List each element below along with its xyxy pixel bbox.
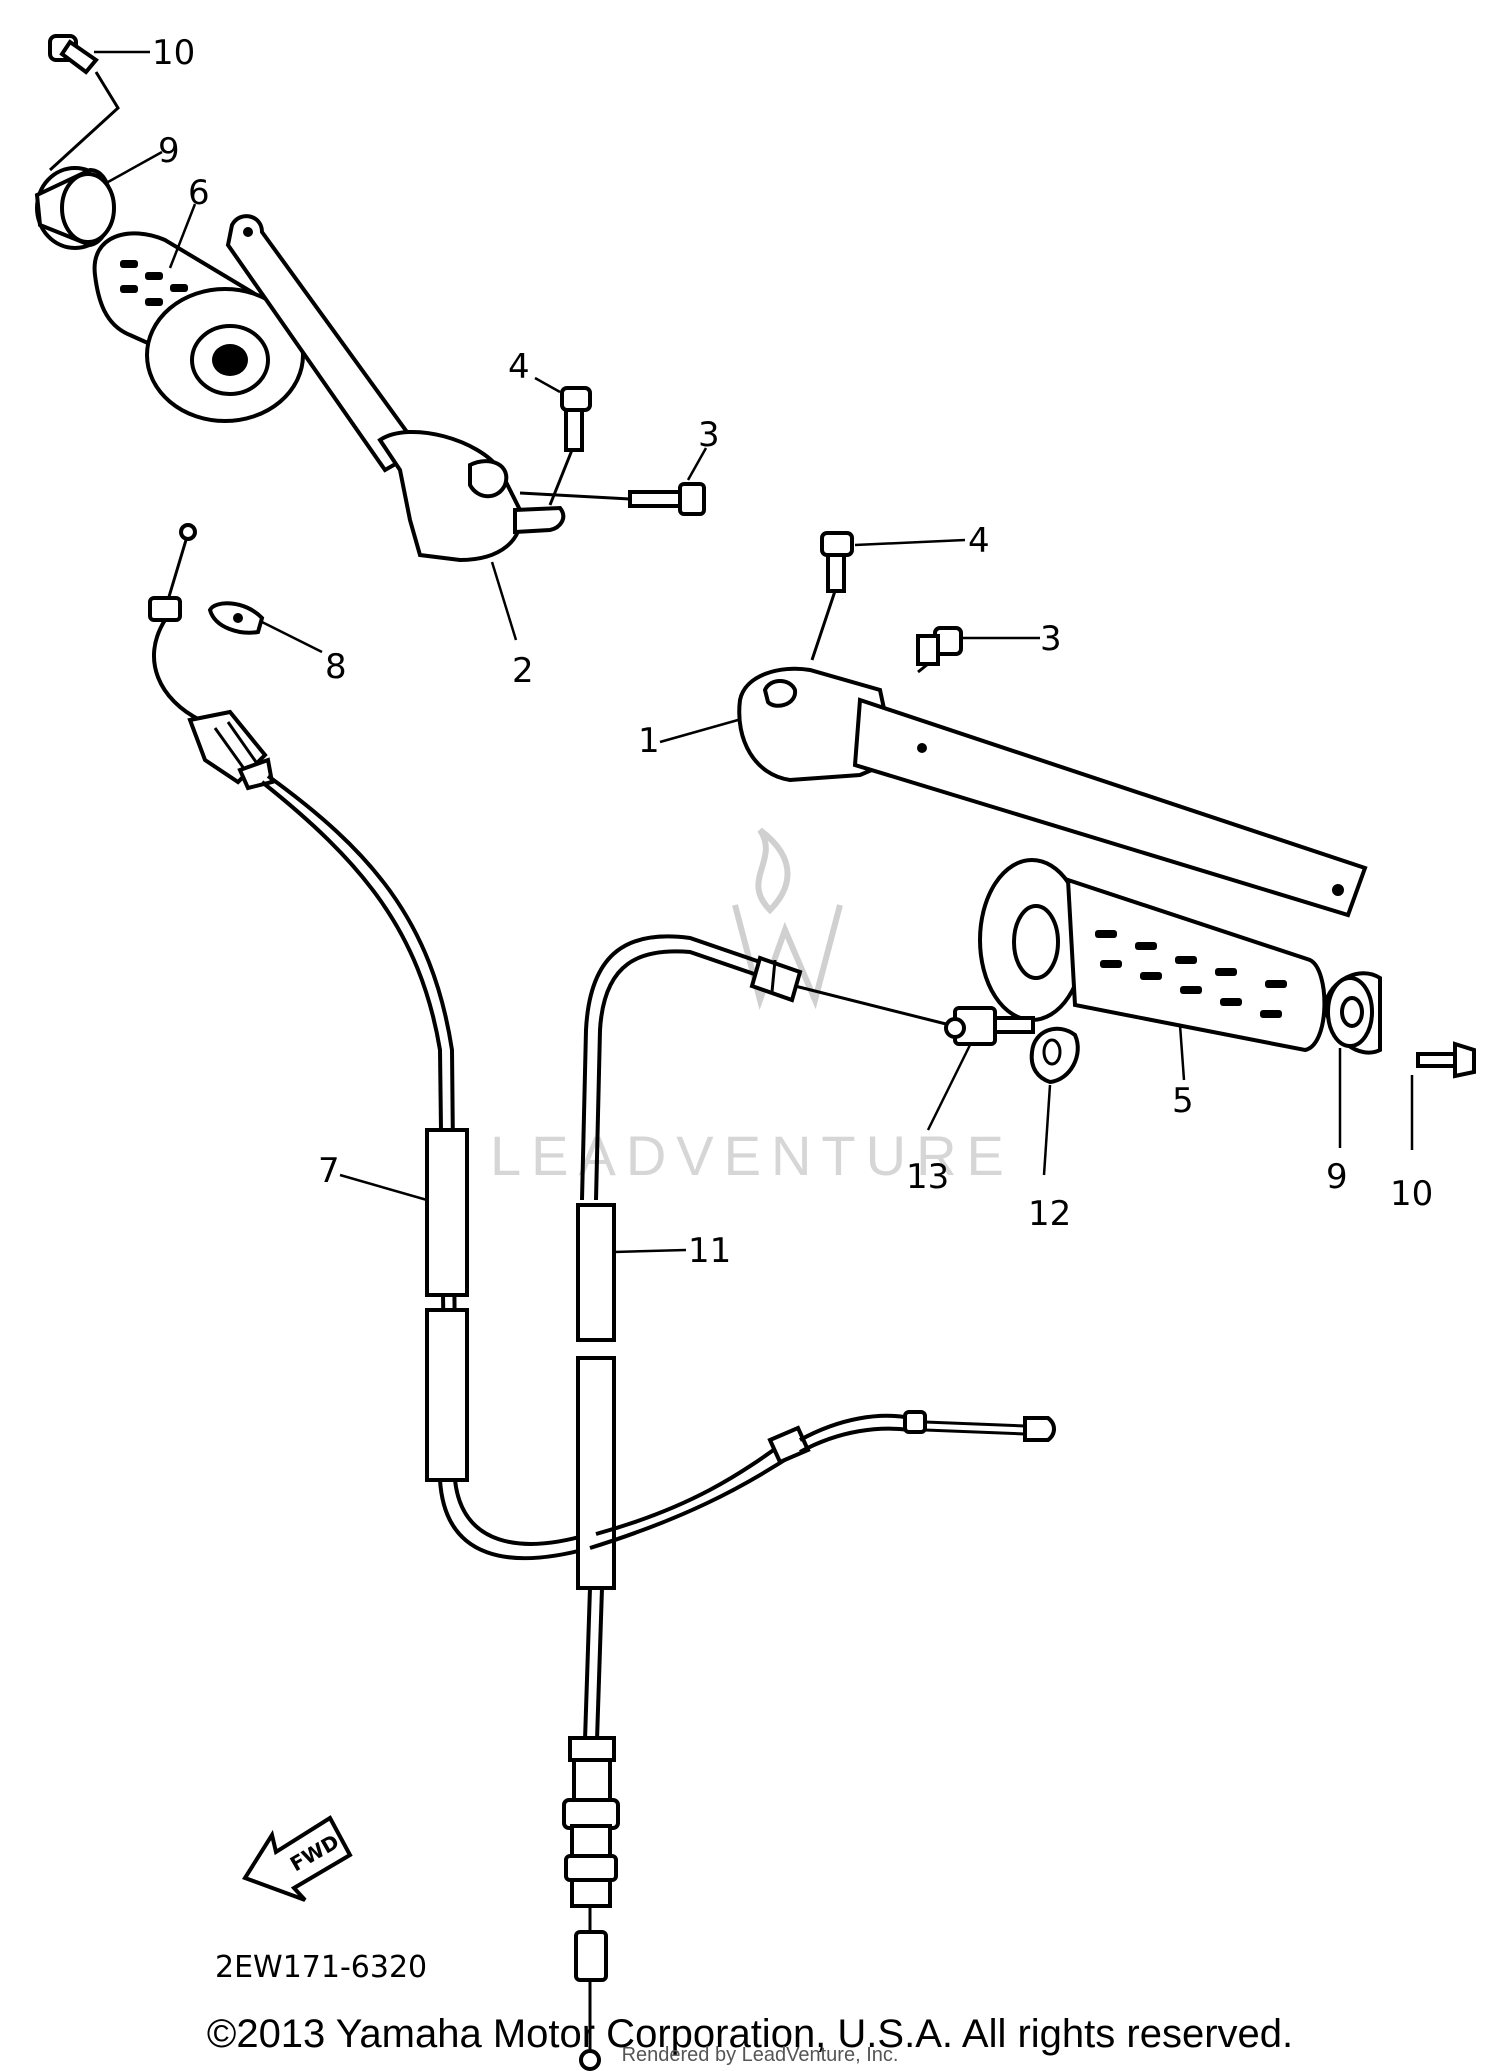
callout-12: 12: [1028, 1194, 1071, 1234]
part-12-locknut: [1029, 1026, 1080, 1085]
callout-10-top: 10: [152, 33, 195, 73]
part-7-throttle-cable: [148, 523, 591, 1561]
callout-10-right: 10: [1390, 1174, 1433, 1214]
part-4-screw-lower: [810, 531, 854, 661]
callout-2: 2: [512, 651, 534, 691]
part-4-screw-upper: [548, 386, 592, 506]
fwd-arrow-icon: FWD: [241, 1815, 353, 1902]
copyright-notice: ©2013 Yamaha Motor Corporation, U.S.A. A…: [206, 2012, 1294, 2056]
part-6-grip-left: [92, 231, 305, 423]
part-9-bar-end-right: [1322, 971, 1382, 1055]
callout-3-upper: 3: [698, 415, 720, 455]
callout-3-lower: 3: [1040, 619, 1062, 659]
part-1-handlebar-right: [737, 666, 1368, 918]
part-10-bolt-left: [48, 34, 120, 172]
part-8-clip: [207, 601, 265, 635]
part-10-bolt-right: [1416, 1041, 1476, 1079]
part-9-bar-end-left: [34, 166, 116, 250]
watermark-text: LEADVENTURE: [490, 1124, 1014, 1187]
callout-6: 6: [188, 173, 210, 213]
callout-9-top: 9: [158, 131, 180, 171]
part-5-grip-right: [978, 858, 1327, 1053]
callout-11: 11: [688, 1231, 731, 1271]
callout-13: 13: [906, 1157, 949, 1197]
callout-8: 8: [325, 647, 347, 687]
rendered-by-text: Rendered by LeadVenture, Inc.: [621, 2044, 899, 2066]
part-3-bolt-lower: [916, 626, 963, 674]
callout-7: 7: [318, 1151, 340, 1191]
callout-4-lower: 4: [968, 521, 990, 561]
part-11-return-cable: [562, 934, 1056, 2071]
callout-9-right: 9: [1326, 1157, 1348, 1197]
callout-5: 5: [1172, 1081, 1194, 1121]
part-3-bolt-upper: [519, 482, 706, 516]
callout-1: 1: [638, 721, 660, 761]
part-13-adjuster: [953, 1006, 1035, 1046]
part-2-handlebar-left: [225, 214, 566, 563]
diagram-code: 2EW171-6320: [215, 1950, 427, 1985]
watermark-logo: LEADVENTURE: [490, 827, 1014, 1187]
callout-4-upper: 4: [508, 347, 530, 387]
